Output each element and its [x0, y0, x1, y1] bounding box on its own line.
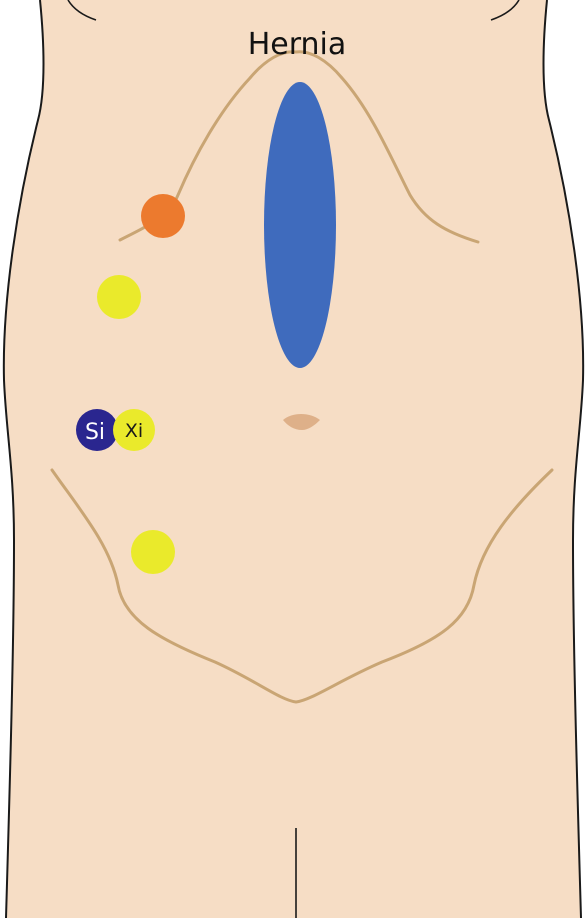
- diagram-title: Hernia: [248, 27, 347, 62]
- robotic-port-upper: [97, 275, 141, 319]
- si-port-label: Si: [85, 420, 105, 445]
- xi-port-label: Xi: [125, 420, 143, 442]
- assistant-port: [141, 194, 185, 238]
- robotic-port-lower: [131, 530, 175, 574]
- hernia-defect: [264, 82, 336, 368]
